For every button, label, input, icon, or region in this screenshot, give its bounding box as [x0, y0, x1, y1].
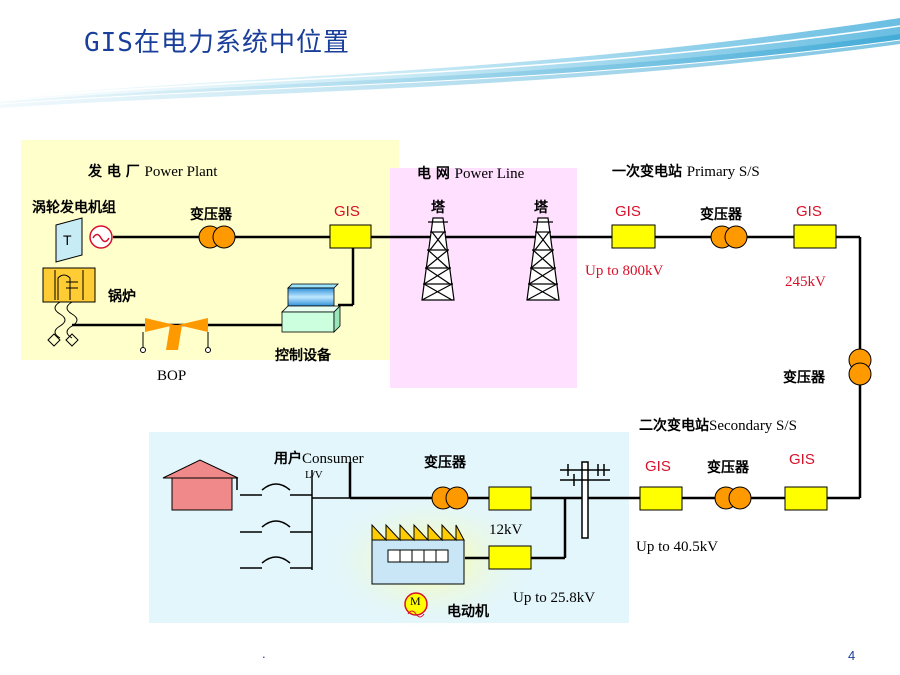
gis-block-primary-2 [793, 224, 837, 249]
primary-voltage-800kv: Up to 800kV [585, 263, 664, 279]
bop-valve-icon [140, 318, 211, 353]
transformer-icon-plant [198, 225, 236, 249]
gis-block-secondary-right [784, 486, 828, 511]
gis-block-consumer-258kv [488, 545, 532, 570]
gis-block-consumer-12kv [488, 486, 532, 511]
secondary-ss-header-cn: 二次变电站 [639, 418, 709, 434]
secondary-gis-left-label: GIS [645, 458, 671, 475]
consumer-header-en: Consumer [302, 451, 364, 467]
power-plant-header-en: Power Plant [144, 164, 218, 180]
primary-gis-1-label: GIS [615, 203, 641, 220]
primary-transformer-label: 变压器 [700, 207, 742, 223]
control-equipment-icon [281, 283, 341, 333]
distribution-pole-icon [560, 461, 610, 539]
gis-block-plant [329, 224, 372, 249]
boiler-icon [42, 267, 96, 347]
power-line-header: 电 网 Power Line [417, 163, 524, 183]
consumer-header: 用户Consumer [274, 448, 364, 468]
boiler-label: 锅炉 [108, 289, 136, 305]
gis-block-secondary-left [639, 486, 683, 511]
primary-ss-header: 一次变电站 Primary S/S [612, 161, 760, 181]
page-number: 4 [848, 648, 856, 663]
tower-icon-2 [526, 217, 560, 301]
factory-icon [371, 523, 465, 585]
consumer-header-cn: 用户 [274, 451, 302, 467]
lv-label: L/V [305, 469, 323, 481]
power-plant-header-cn: 发 电 厂 [88, 164, 140, 180]
secondary-ss-header: 二次变电站Secondary S/S [639, 415, 797, 435]
tower-icon-1 [421, 217, 455, 301]
turbine-generator-label: 涡轮发电机组 [32, 200, 116, 216]
power-line-header-en: Power Line [454, 166, 525, 182]
turbine-icon [55, 217, 83, 263]
page-title: GIS在电力系统中位置 [84, 28, 350, 58]
voltage-12kv: 12kV [489, 522, 523, 538]
plant-gis-label: GIS [334, 203, 360, 220]
consumer-transformer-label: 变压器 [424, 455, 466, 471]
transformer-icon-secondary [714, 486, 752, 510]
bop-label: BOP [157, 368, 187, 384]
header-wave-decoration [0, 0, 900, 108]
secondary-gis-right-label: GIS [789, 451, 815, 468]
power-plant-header: 发 电 厂 Power Plant [88, 161, 217, 181]
motor-letter: M [410, 594, 421, 608]
secondary-ss-header-en: Secondary S/S [709, 418, 797, 434]
tower-2-label: 塔 [534, 200, 548, 216]
vertical-transformer-label: 变压器 [783, 370, 825, 386]
primary-ss-header-en: Primary S/S [686, 164, 760, 180]
power-line-header-cn: 电 网 [417, 166, 450, 182]
house-icon [162, 459, 239, 511]
primary-gis-2-label: GIS [796, 203, 822, 220]
transformer-icon-primary [710, 225, 748, 249]
voltage-25-8kv: Up to 25.8kV [513, 590, 596, 606]
gis-block-primary-1 [611, 224, 656, 249]
turbine-letter: T [63, 232, 72, 248]
transformer-icon-consumer [431, 486, 469, 510]
secondary-transformer-label: 变压器 [707, 460, 749, 476]
footer-dot: . [262, 646, 266, 661]
control-equipment-label: 控制设备 [275, 348, 331, 364]
primary-ss-header-cn: 一次变电站 [612, 164, 682, 180]
motor-icon [404, 592, 428, 618]
transformer-icon-vertical [848, 348, 872, 386]
secondary-voltage: Up to 40.5kV [636, 539, 719, 555]
plant-transformer-label: 变压器 [190, 207, 232, 223]
generator-icon [89, 225, 113, 249]
tower-1-label: 塔 [431, 200, 445, 216]
primary-voltage-245kv: 245kV [785, 274, 826, 290]
motor-label: 电动机 [447, 604, 489, 620]
